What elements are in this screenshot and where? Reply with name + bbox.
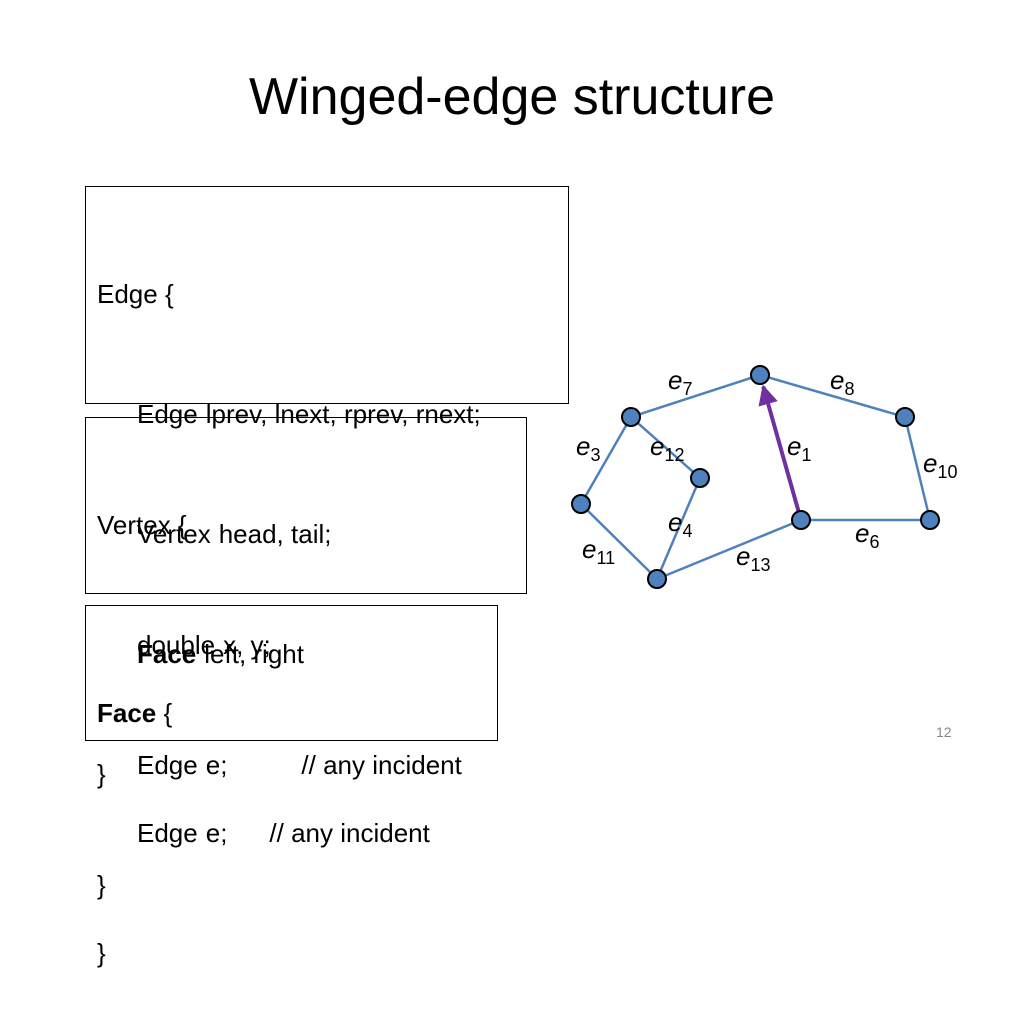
vertex-v1 — [750, 365, 770, 385]
field-names: lprev, lnext, rprev, rnext; — [205, 399, 481, 429]
edge-label-e12: e12 — [650, 431, 685, 465]
edge-e10 — [903, 416, 932, 521]
labels-layer: e7 e8 e3 e12 e1 e10 e4 e6 e11 e13 — [576, 365, 958, 575]
edge-label-e10: e10 — [923, 448, 958, 482]
field-names: head, tail; — [218, 519, 332, 549]
vertex-v8 — [647, 569, 667, 589]
face-struct-open: { — [163, 698, 173, 728]
vertex-v3 — [895, 407, 915, 427]
edge-label-e1: e1 — [787, 431, 811, 465]
slide-title: Winged-edge structure — [248, 68, 776, 126]
edge-label-e4: e4 — [668, 507, 692, 541]
vertex-v4 — [690, 468, 710, 488]
face-struct-header: Face { — [97, 693, 497, 733]
field-names: e; — [205, 818, 228, 848]
vertices-layer — [571, 365, 940, 589]
winged-edge-graph: e7 e8 e3 e12 e1 e10 e4 e6 e11 e13 — [571, 365, 958, 589]
page-number: 12 — [936, 724, 952, 740]
vertex-struct-close: } — [97, 870, 106, 900]
edge-struct-header: Edge { — [97, 279, 174, 309]
field-type: Edge — [137, 399, 198, 429]
edge-e11 — [580, 503, 658, 580]
edge-e12 — [630, 416, 701, 479]
edge-e7 — [630, 373, 761, 419]
edge-label-e3: e3 — [576, 431, 600, 465]
edge-label-e8: e8 — [830, 365, 854, 399]
edge-e3 — [579, 416, 633, 505]
vertex-struct-header: Vertex { — [97, 510, 187, 540]
edge-label-e6: e6 — [855, 518, 879, 552]
field-type: Face — [137, 639, 197, 669]
field-comment: // any incident — [269, 818, 430, 848]
edge-label-e7: e7 — [668, 365, 692, 399]
vertex-v5 — [571, 494, 591, 514]
field-names: left, right — [204, 639, 304, 669]
edge-e13 — [656, 518, 802, 581]
field-type: double — [137, 630, 216, 660]
field-type: Edge — [137, 818, 198, 848]
vertex-v7 — [920, 510, 940, 530]
edges-layer — [579, 373, 932, 581]
edge-label-e11: e11 — [582, 534, 615, 568]
edge-e8 — [759, 373, 906, 419]
face-struct-name: Face — [97, 698, 157, 728]
edge-e4 — [655, 477, 702, 580]
vertex-v6 — [791, 510, 811, 530]
face-struct-close: } — [97, 938, 106, 968]
field-type: Vertex — [137, 519, 211, 549]
field-names: x, y; — [223, 630, 271, 660]
edge-e1 — [758, 384, 803, 521]
edge-label-e13: e13 — [736, 541, 771, 575]
vertex-v2 — [621, 407, 641, 427]
